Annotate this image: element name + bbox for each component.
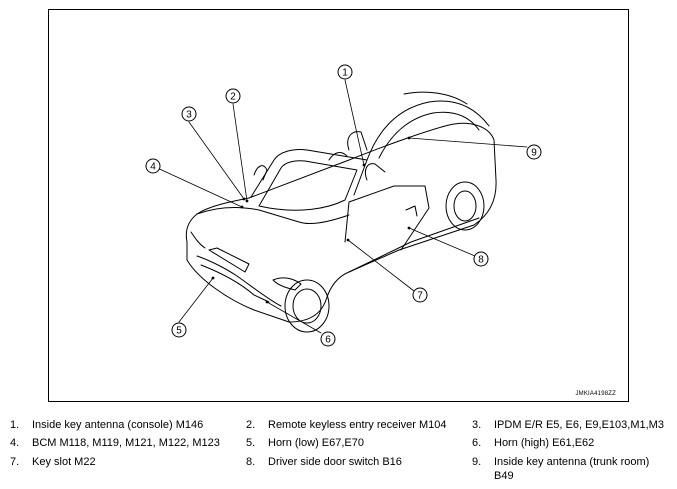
legend: 1. Inside key antenna (console) M146 2. … — [10, 419, 664, 482]
component-location-figure: 1 2 3 4 5 6 7 8 — [48, 9, 629, 402]
svg-text:4: 4 — [150, 162, 156, 173]
callout-9: 9 — [526, 144, 542, 160]
svg-text:5: 5 — [176, 326, 182, 337]
callout-2: 2 — [225, 88, 241, 104]
svg-text:7: 7 — [417, 291, 423, 302]
car-outline — [185, 91, 497, 323]
svg-text:1: 1 — [342, 68, 348, 79]
leader-lines — [152, 79, 528, 334]
svg-text:2: 2 — [230, 92, 236, 103]
front-wheel — [284, 279, 330, 333]
car-illustration: 1 2 3 4 5 6 7 8 — [145, 64, 542, 347]
callout-5: 5 — [171, 322, 187, 338]
callout-1: 1 — [337, 64, 353, 80]
figure-id: JMKIA4198ZZ — [575, 391, 616, 397]
callout-8: 8 — [473, 251, 489, 267]
svg-text:9: 9 — [531, 148, 537, 159]
leader-dots — [211, 136, 411, 304]
callout-6: 6 — [320, 331, 336, 347]
svg-text:8: 8 — [478, 255, 484, 266]
svg-text:6: 6 — [325, 335, 331, 346]
callout-7: 7 — [412, 287, 428, 303]
svg-text:3: 3 — [186, 110, 192, 121]
callout-4: 4 — [145, 158, 161, 174]
callout-3: 3 — [181, 106, 197, 122]
rear-wheel — [445, 181, 485, 231]
